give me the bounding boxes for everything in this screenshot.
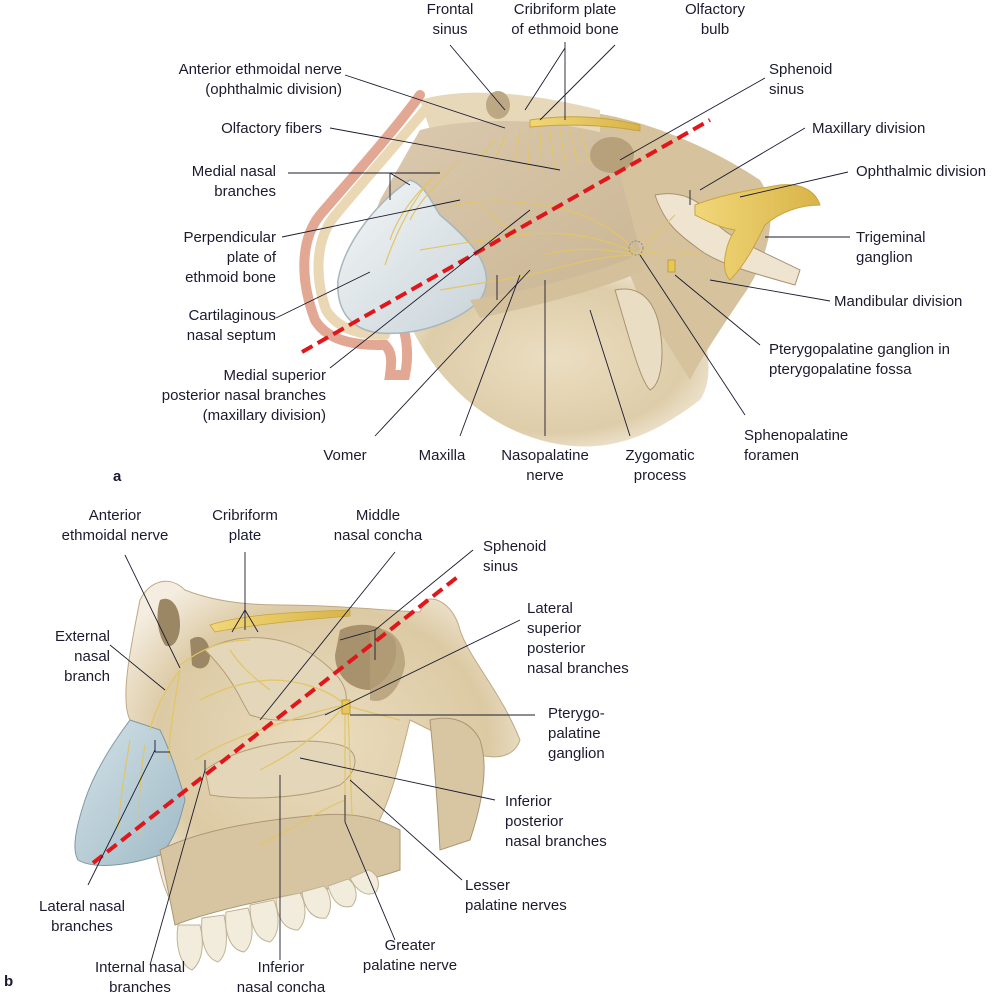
label-zygomatic-process: Zygomatic process <box>625 447 695 484</box>
panel-b-nerve-branches-shape <box>117 639 401 846</box>
panel-letter-b: b <box>4 973 14 990</box>
label-ophthalmic-division: Ophthalmic division <box>856 163 987 180</box>
label-vomer: Vomer <box>323 447 367 464</box>
label-nasopalatine-nerve: Nasopalatine nerve <box>501 447 589 484</box>
trigeminal-ganglion-shape <box>694 184 821 281</box>
label-cribriform-plate-b: Cribriform plate <box>212 507 278 544</box>
label-anterior-ethmoidal-nerve-b: Anterior ethmoidal nerve <box>61 507 169 544</box>
vomer-shape <box>470 255 645 318</box>
nasal-soft-tissue-shape <box>313 105 430 340</box>
sphenoid-sinus-b2-shape <box>370 629 405 701</box>
label-sphenoid-sinus: Sphenoid sinus <box>769 61 833 98</box>
label-internal-nasal-branches: Internal nasal branches <box>94 959 186 996</box>
label-maxillary-division: Maxillary division <box>812 120 926 137</box>
label-sphenoid-sinus-b: Sphenoid sinus <box>483 538 547 575</box>
label-perpendicular-plate: Perpendicular plate of ethmoid bone <box>183 229 276 286</box>
label-inferior-nasal-concha: Inferior nasal concha <box>236 959 326 996</box>
label-pterygopalatine-ganglion-b: Pterygo- palatine ganglion <box>548 705 605 762</box>
label-maxilla: Maxilla <box>418 447 466 464</box>
teeth-shape <box>176 869 379 971</box>
label-lateral-superior-posterior-nasal-branches: Lateral superior posterior nasal branche… <box>527 600 629 677</box>
label-pterygopalatine-ganglion-fossa: Pterygopalatine ganglion in pterygopalat… <box>769 341 950 378</box>
sphenopalatine-foramen-shape <box>628 240 644 256</box>
cartilaginous-septum-shape <box>337 179 488 335</box>
label-cartilaginous-nasal-septum: Cartilaginous nasal septum <box>186 307 276 344</box>
label-frontal-sinus: Frontal sinus <box>426 1 474 38</box>
label-mandibular-division: Mandibular division <box>834 293 963 310</box>
frontal-sinus-shape <box>486 91 510 119</box>
nasal-cartilage-b-shape <box>74 719 186 866</box>
label-lateral-nasal-branches: Lateral nasal branches <box>39 898 125 935</box>
label-cribriform-plate-ethmoid: Cribriform plate of ethmoid bone <box>511 1 619 38</box>
sphenoid-sinus-shape <box>590 137 634 173</box>
cut-line-b <box>91 573 462 865</box>
label-anterior-ethmoidal-nerve: Anterior ethmoidal nerve (ophthalmic div… <box>178 61 342 98</box>
label-olfactory-bulb: Olfactory bulb <box>684 1 745 38</box>
leader-lines <box>87 42 850 966</box>
panel-letter-a: a <box>113 468 122 485</box>
panel-b-illustration <box>74 580 521 971</box>
label-inferior-posterior-nasal-branches: Inferior posterior nasal branches <box>505 793 607 850</box>
label-olfactory-fibers: Olfactory fibers <box>221 120 322 137</box>
label-lesser-palatine-nerves: Lesser palatine nerves <box>465 877 567 914</box>
nasal-skin-shape <box>299 90 425 380</box>
olfactory-fibers-shape <box>479 129 591 173</box>
label-middle-nasal-concha: Middle nasal concha <box>333 507 423 544</box>
label-external-nasal-branch: External nasal branch <box>54 628 110 685</box>
olfactory-bulb-shape <box>529 116 641 132</box>
panel-a-illustration <box>299 90 821 447</box>
frontal-sinus-b-shape <box>157 598 180 647</box>
zygomatic-process-shape <box>614 288 663 391</box>
pterygopalatine-ganglion-b-shape <box>341 699 351 715</box>
label-greater-palatine-nerve: Greater palatine nerve <box>362 937 458 974</box>
label-medial-superior-posterior-nasal-branches: Medial superior posterior nasal branches… <box>161 367 326 424</box>
label-sphenopalatine-foramen: Sphenopalatine foramen <box>744 427 849 464</box>
label-trigeminal-ganglion: Trigeminal ganglion <box>856 229 926 266</box>
label-medial-nasal-branches: Medial nasal branches <box>191 163 276 200</box>
cut-line-a <box>301 118 711 354</box>
inferior-concha-shape <box>204 740 356 799</box>
pterygopalatine-ganglion-shape <box>667 259 676 273</box>
pterygoid-plate-shape <box>429 717 485 851</box>
